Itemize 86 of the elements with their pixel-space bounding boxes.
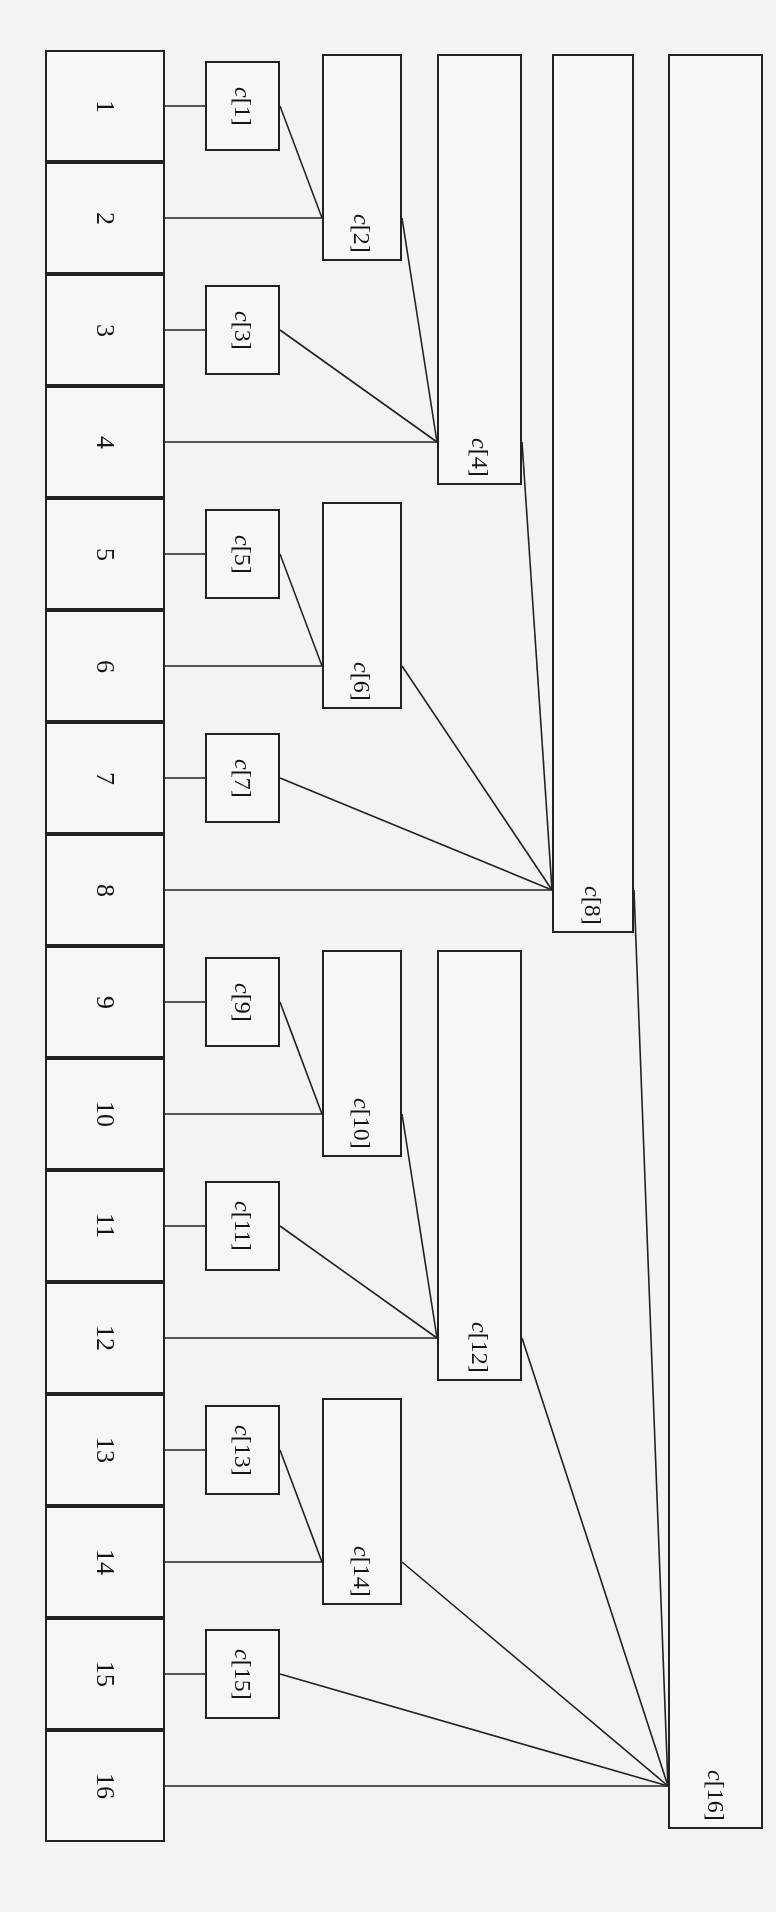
index-number: 9 [92, 995, 118, 1009]
array-cell [45, 1618, 165, 1730]
array-cell [45, 1058, 165, 1170]
node-label: c[9] [230, 982, 255, 1022]
tree-node-box [205, 957, 280, 1047]
tree-node-box [668, 54, 763, 1829]
node-label: c[14] [350, 1545, 374, 1597]
tree-node-box [552, 54, 634, 933]
tree-node-box [322, 1398, 402, 1605]
connector-line [401, 1561, 669, 1787]
node-label: c[12] [467, 1321, 492, 1373]
index-number: 12 [92, 1325, 118, 1351]
connector-line [164, 1561, 323, 1563]
index-number: 7 [92, 771, 118, 785]
array-cell [45, 162, 165, 274]
array-cell [45, 498, 165, 610]
connector-line [279, 329, 438, 443]
tree-node-box [205, 733, 280, 823]
tree-node-box [322, 502, 402, 709]
index-number: 6 [92, 659, 118, 673]
array-cell [45, 1170, 165, 1282]
node-label: c[13] [230, 1424, 255, 1476]
node-label: c[2] [350, 213, 374, 253]
array-cell [45, 386, 165, 498]
connector-line [164, 1001, 206, 1003]
index-number: 8 [92, 883, 118, 897]
array-cell [45, 1282, 165, 1394]
array-cell [45, 274, 165, 386]
array-cell [45, 1394, 165, 1506]
tree-node-box [205, 1405, 280, 1495]
index-number: 2 [92, 211, 118, 225]
array-cell [45, 946, 165, 1058]
connector-line [401, 665, 553, 891]
array-cell [45, 834, 165, 946]
tree-node-box [205, 61, 280, 151]
array-cell [45, 722, 165, 834]
connector-line [164, 1785, 669, 1787]
index-number: 5 [92, 547, 118, 561]
index-number: 1 [92, 99, 118, 113]
connector-line [164, 665, 323, 667]
node-label: c[5] [230, 534, 255, 574]
connector-line [279, 1225, 438, 1339]
connector-line [279, 1673, 669, 1787]
connector-line [164, 777, 206, 779]
connector-line [164, 441, 438, 443]
tree-node-box [437, 54, 522, 485]
tree-node-box [205, 1181, 280, 1271]
tree-node-box [437, 950, 522, 1381]
node-label: c[7] [230, 758, 255, 798]
array-cell [45, 1506, 165, 1618]
connector-line [164, 329, 206, 331]
node-label: c[16] [703, 1769, 728, 1821]
connector-line [164, 1113, 323, 1115]
connector-line [279, 777, 553, 891]
connector-line [164, 1673, 206, 1675]
index-number: 10 [92, 1101, 118, 1127]
tree-node-box [205, 285, 280, 375]
index-number: 13 [92, 1437, 118, 1463]
index-number: 15 [92, 1661, 118, 1687]
connector-line [164, 553, 206, 555]
connector-line [164, 889, 553, 891]
array-cell [45, 1730, 165, 1842]
index-number: 16 [92, 1773, 118, 1799]
connector-line [164, 1225, 206, 1227]
node-label: c[11] [230, 1201, 255, 1251]
index-number: 3 [92, 323, 118, 337]
index-number: 11 [92, 1213, 118, 1239]
node-label: c[6] [350, 661, 374, 701]
node-label: c[3] [230, 310, 255, 350]
tree-node-box [205, 509, 280, 599]
array-cell [45, 610, 165, 722]
connector-line [164, 217, 323, 219]
node-label: c[4] [467, 437, 492, 477]
node-label: c[10] [350, 1097, 374, 1149]
index-number: 14 [92, 1549, 118, 1575]
connector-line [164, 1337, 438, 1339]
tree-node-box [205, 1629, 280, 1719]
index-number: 4 [92, 435, 118, 449]
node-label: c[8] [581, 885, 605, 925]
connector-line [164, 1449, 206, 1451]
node-label: c[15] [230, 1648, 255, 1700]
connector-line [164, 105, 206, 107]
tree-node-box [322, 54, 402, 261]
node-label: c[1] [230, 86, 255, 126]
array-cell [45, 50, 165, 162]
tree-node-box [322, 950, 402, 1157]
